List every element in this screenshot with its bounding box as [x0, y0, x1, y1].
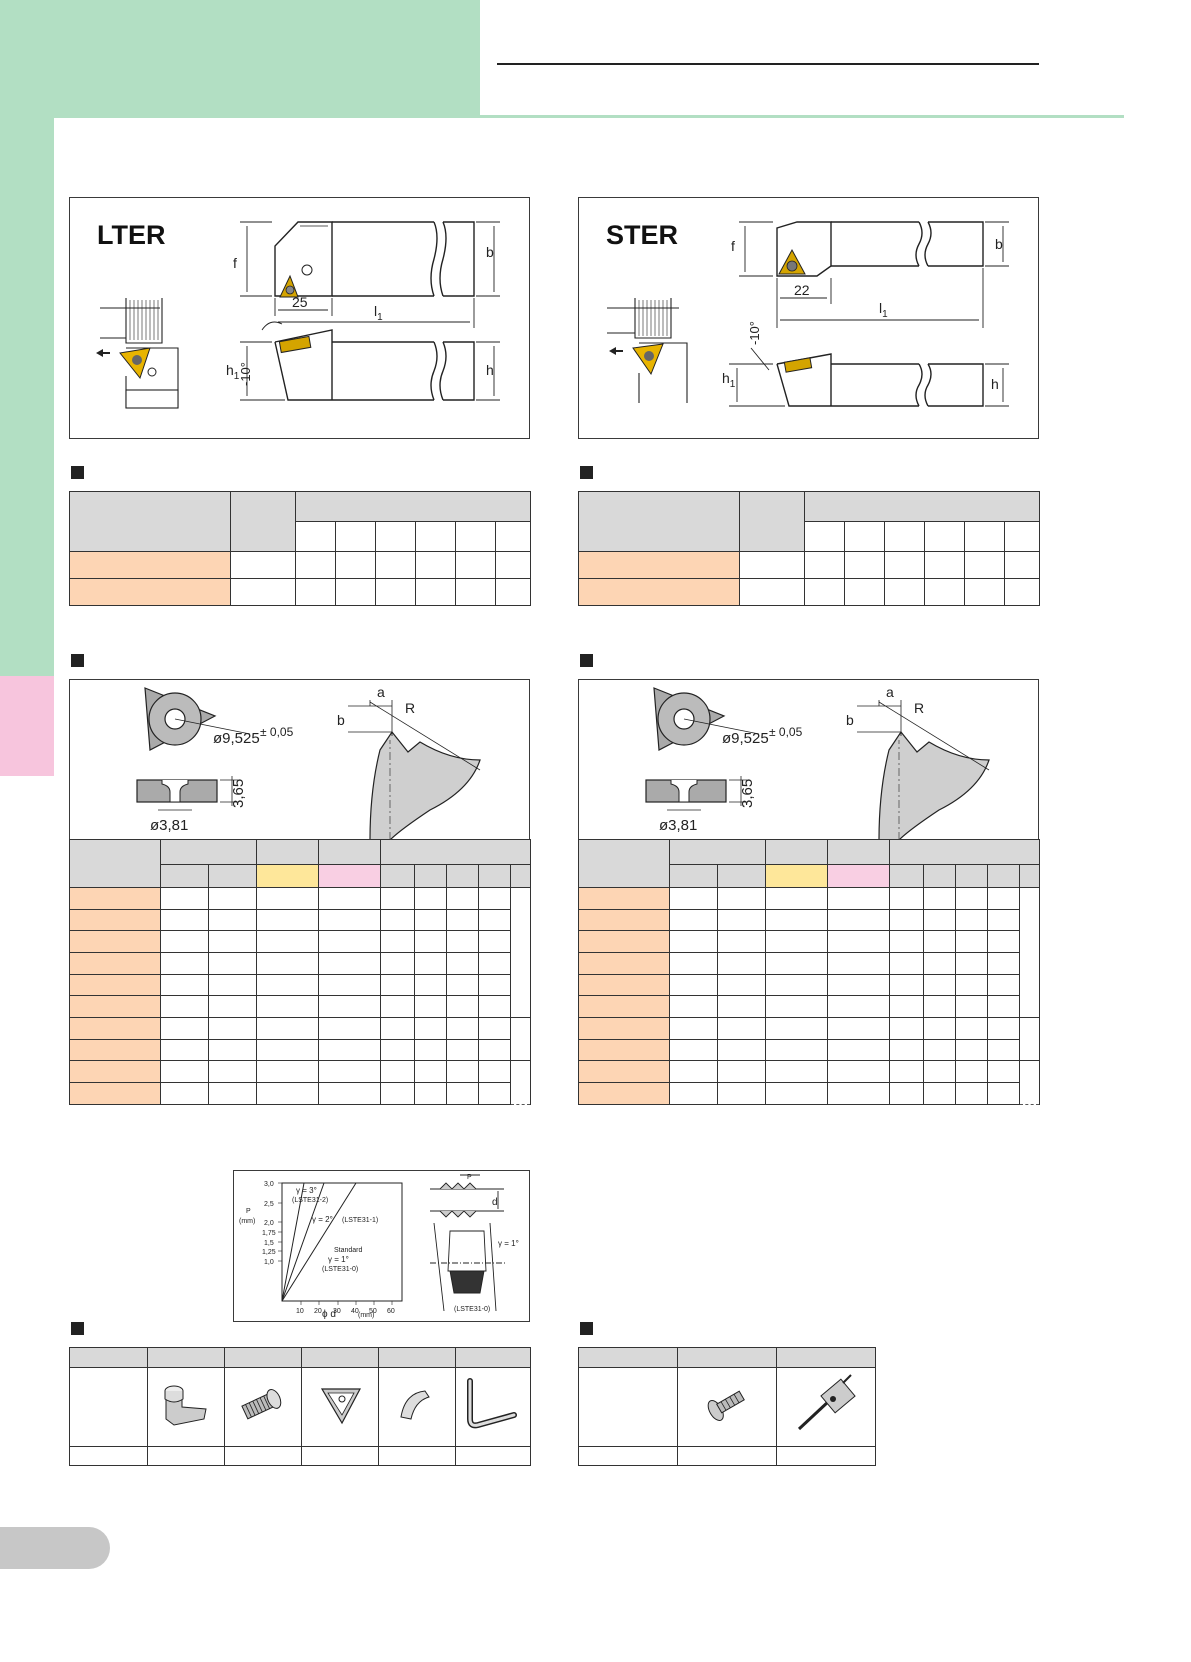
spare-parts-table-right	[578, 1346, 876, 1467]
chart-xtick-6: 60	[387, 1308, 395, 1315]
insert-ic-dim-right: ø9,525	[722, 730, 769, 747]
line-code-3: (LSTE31-2)	[292, 1197, 328, 1204]
chart-ytick-2: 2,5	[264, 1201, 274, 1208]
ster-dim-h1: h1	[722, 370, 736, 390]
lter-dim-b: b	[486, 244, 494, 260]
section-bullet-spares-right	[580, 1322, 593, 1335]
hex-key-icon	[455, 1367, 531, 1447]
clamp-part-icon	[147, 1367, 225, 1447]
lter-dim-f: f	[233, 255, 237, 271]
line-note-1: Standard	[334, 1247, 363, 1254]
side-tab-pink	[0, 676, 54, 776]
insert-table-right	[578, 838, 1041, 1105]
insert-drawing-right	[645, 687, 990, 839]
line-code-2: (LSTE31-1)	[342, 1217, 378, 1224]
ster-row-1-code	[578, 551, 740, 579]
lter-dim-h1: h1	[226, 362, 240, 382]
insert-a-right: a	[886, 684, 894, 700]
chart-ytick-6: 1,25	[262, 1249, 276, 1256]
line-gamma-3: γ = 3°	[296, 1186, 317, 1195]
lter-dim-l1: l1	[374, 303, 383, 323]
line-gamma-2: γ = 2°	[312, 1215, 333, 1224]
section-bullet-spares-left	[71, 1322, 84, 1335]
insert-screw-icon	[677, 1367, 777, 1447]
section-d-label: d	[492, 1197, 498, 1208]
header-title-rule	[497, 63, 1039, 65]
chart-xtick-4: 40	[351, 1308, 359, 1315]
insert-table-left	[69, 838, 532, 1105]
chart-yunit: (mm)	[239, 1218, 255, 1225]
ster-dim-l1: l1	[879, 300, 888, 320]
section-p-label: P	[467, 1174, 472, 1181]
spare-parts-table-left	[69, 1346, 531, 1467]
clamp-screw-icon	[224, 1367, 302, 1447]
section-gamma-label: γ = 1°	[498, 1239, 519, 1248]
ster-dim-f: f	[731, 238, 735, 254]
chart-ytick-3: 2,0	[264, 1220, 274, 1227]
chart-ytick-4: 1,75	[262, 1230, 276, 1237]
lter-model-title: LTER	[97, 220, 166, 250]
ster-dimension-table	[578, 491, 1041, 606]
ster-dim-22: 22	[794, 282, 810, 298]
header-green-rule	[480, 115, 1124, 118]
section-bullet-insert-right	[580, 654, 593, 667]
chart-xtick-1: 10	[296, 1308, 304, 1315]
lter-dim-angle: -10°	[238, 362, 253, 386]
ster-model-title: STER	[606, 220, 679, 250]
shim-icon	[301, 1367, 379, 1447]
lter-drawing-panel: LTER	[69, 197, 530, 439]
lter-dimension-table	[69, 491, 532, 606]
helix-angle-chart: 3,0 2,5 2,0 1,75 1,5 1,25 1,0 P (mm) 10 …	[239, 1174, 519, 1320]
chart-ytick-7: 1,0	[264, 1259, 274, 1266]
ster-dim-h: h	[991, 376, 999, 392]
chart-xtick-3: 30	[333, 1308, 341, 1315]
page-number-tab	[0, 1527, 110, 1569]
insert-a-left: a	[377, 684, 385, 700]
chart-xtick-5: 50	[369, 1308, 377, 1315]
insert-b-right: b	[846, 712, 854, 728]
section-code-label: (LSTE31-0)	[454, 1306, 490, 1313]
lter-toolholder-drawing	[96, 221, 500, 409]
spring-icon	[378, 1367, 456, 1447]
ster-toolholder-drawing	[607, 221, 1009, 407]
ster-drawing-panel: STER	[578, 197, 1039, 439]
insert-drawing-left	[136, 687, 481, 839]
chart-ylabel: P	[246, 1208, 251, 1215]
line-code-1: (LSTE31-0)	[322, 1266, 358, 1273]
header-green-block	[0, 0, 480, 118]
ster-row-2-code	[578, 578, 740, 606]
lter-dim-h: h	[486, 362, 494, 378]
torx-key-icon	[776, 1367, 876, 1447]
section-bullet-holder-right	[580, 466, 593, 479]
insert-tolerance-right: ± 0,05	[769, 725, 803, 739]
insert-tolerance-left: ± 0,05	[260, 725, 294, 739]
lter-row-2-code	[69, 578, 231, 606]
section-bullet-holder-left	[71, 466, 84, 479]
insert-r-right: R	[914, 700, 925, 716]
line-gamma-1: γ = 1°	[328, 1255, 349, 1264]
insert-drawing-panel-left: ø9,525 ± 0,05 3,65 ø3,81 a b R	[69, 679, 530, 840]
helix-angle-chart-panel: 3,0 2,5 2,0 1,75 1,5 1,25 1,0 P (mm) 10 …	[233, 1170, 530, 1322]
insert-thickness-right: 3,65	[739, 778, 756, 808]
insert-ic-dim-left: ø9,525	[213, 730, 260, 747]
lter-row-1-code	[69, 551, 231, 579]
chart-ytick-5: 1,5	[264, 1240, 274, 1247]
chart-xlabel: ϕ d	[322, 1309, 336, 1320]
ster-dim-b: b	[995, 236, 1003, 252]
insert-hole-dim-right: ø3,81	[659, 817, 698, 834]
insert-hole-dim-left: ø3,81	[150, 817, 189, 834]
insert-b-left: b	[337, 712, 345, 728]
section-bullet-insert-left	[71, 654, 84, 667]
side-tab-green	[0, 118, 54, 676]
ster-dim-angle: -10°	[747, 321, 762, 345]
insert-thickness-left: 3,65	[230, 778, 247, 808]
chart-xtick-2: 20	[314, 1308, 322, 1315]
lter-dim-25: 25	[292, 294, 308, 310]
insert-r-left: R	[405, 700, 416, 716]
insert-drawing-panel-right: ø9,525 ± 0,05 3,65 ø3,81 a b R	[578, 679, 1039, 840]
chart-xunit: (mm)	[358, 1312, 374, 1319]
chart-ytick-1: 3,0	[264, 1181, 274, 1188]
